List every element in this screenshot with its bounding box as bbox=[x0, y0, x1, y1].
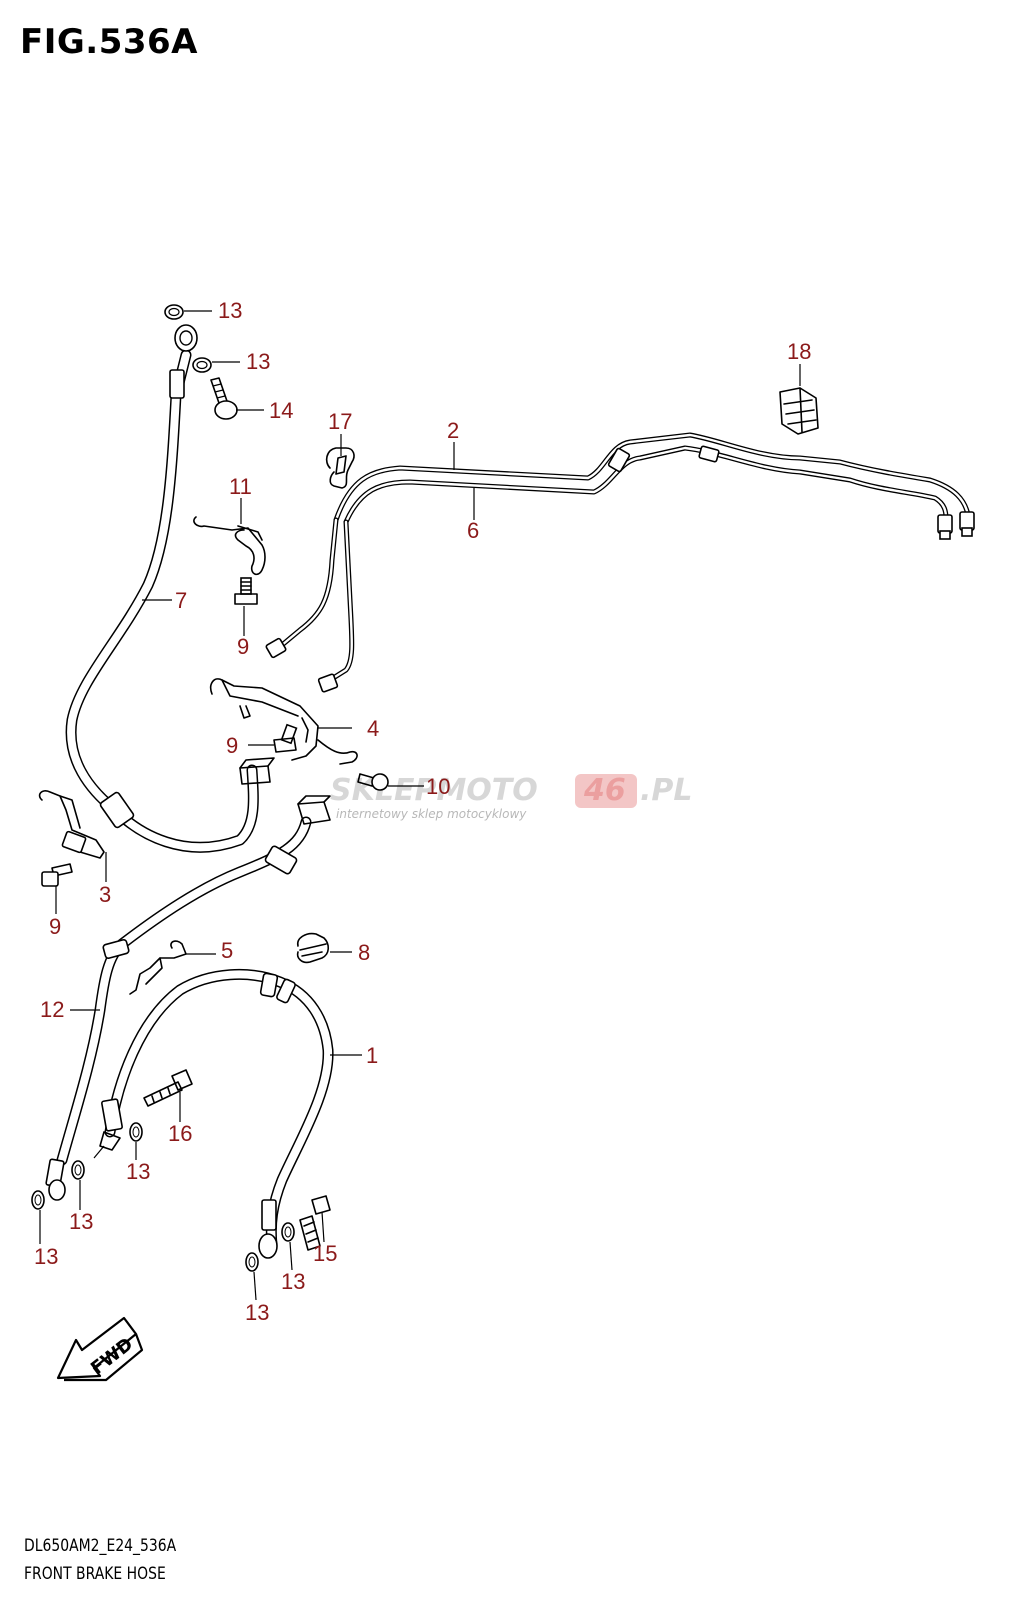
callout-5: 5 bbox=[221, 938, 233, 963]
figure-code: DL650AM2_E24_536A bbox=[24, 1536, 177, 1556]
watermark-brand-suffix: .PL bbox=[640, 773, 693, 808]
part-5-hose-holder bbox=[129, 940, 187, 995]
part-9-bolt-middle bbox=[273, 723, 298, 753]
callout-18: 18 bbox=[787, 339, 811, 364]
part-17-clamp bbox=[325, 447, 355, 489]
part-13-washer-c bbox=[31, 1190, 45, 1210]
part-4-bracket bbox=[209, 678, 358, 765]
part-13-washer-b bbox=[71, 1160, 85, 1180]
callout-13: 13 bbox=[245, 1300, 269, 1325]
part-13-washer-a bbox=[129, 1122, 143, 1142]
figure-title: FIG.536A bbox=[20, 22, 198, 62]
part-6-brake-pipe bbox=[317, 445, 953, 693]
watermark: SKLEPMOTO 46 .PL internetowy sklep motoc… bbox=[330, 773, 693, 821]
part-3-clamp-bracket bbox=[38, 790, 105, 859]
callout-2: 2 bbox=[447, 418, 459, 443]
fwd-arrow-icon: FWD bbox=[56, 1316, 144, 1382]
svg-text:SKLEPMOTO: SKLEPMOTO bbox=[330, 773, 538, 808]
part-7-brake-hose bbox=[65, 324, 275, 853]
part-2-brake-pipe bbox=[265, 432, 975, 659]
part-16-union-bolt bbox=[143, 1069, 193, 1107]
part-13-washer-e bbox=[245, 1252, 259, 1272]
callout-3: 3 bbox=[99, 882, 111, 907]
part-8-clamp bbox=[296, 932, 330, 964]
callout-17: 17 bbox=[328, 409, 352, 434]
part-11-hose-guide bbox=[193, 516, 266, 576]
callouts: 13 13 14 18 17 2 11 6 7 9 4 9 10 3 9 5 8… bbox=[34, 298, 811, 1325]
callout-7: 7 bbox=[175, 588, 187, 613]
part-13-washer-top bbox=[164, 304, 184, 320]
callout-16: 16 bbox=[168, 1121, 192, 1146]
part-9-bolt-upper bbox=[234, 577, 258, 605]
watermark-brand-main: SKLEPMOTO bbox=[330, 773, 538, 808]
callout-8: 8 bbox=[358, 940, 370, 965]
callout-13: 13 bbox=[246, 349, 270, 374]
part-10-bolt bbox=[357, 773, 389, 791]
callout-13: 13 bbox=[34, 1244, 58, 1269]
part-13-washer-d bbox=[281, 1222, 295, 1242]
callout-9: 9 bbox=[226, 733, 238, 758]
callout-1: 1 bbox=[366, 1043, 378, 1068]
callout-13: 13 bbox=[218, 298, 242, 323]
callout-15: 15 bbox=[313, 1241, 337, 1266]
leader-lines bbox=[39, 310, 801, 1301]
figure-caption: FRONT BRAKE HOSE bbox=[24, 1564, 166, 1584]
callout-4: 4 bbox=[367, 716, 379, 741]
part-15-union-bolt bbox=[299, 1195, 331, 1251]
callout-13: 13 bbox=[281, 1269, 305, 1294]
part-12-brake-hose bbox=[45, 795, 331, 1201]
callout-14: 14 bbox=[269, 398, 293, 423]
watermark-tagline: internetowy sklep motocyklowy bbox=[336, 807, 527, 821]
callout-9: 9 bbox=[49, 914, 61, 939]
callout-13: 13 bbox=[126, 1159, 150, 1184]
callout-11: 11 bbox=[229, 474, 252, 499]
part-14-union-bolt bbox=[210, 377, 238, 420]
part-13-washer-upper bbox=[192, 357, 212, 373]
part-1-brake-hose bbox=[93, 969, 334, 1259]
callout-12: 12 bbox=[40, 997, 64, 1022]
watermark-brand-number: 46 bbox=[583, 773, 626, 808]
callout-13: 13 bbox=[69, 1209, 93, 1234]
callout-9: 9 bbox=[237, 634, 249, 659]
part-18-pipe-clamp bbox=[779, 387, 819, 435]
part-9-bolt-lower bbox=[41, 863, 73, 887]
callout-10: 10 bbox=[426, 774, 450, 799]
callout-6: 6 bbox=[467, 518, 479, 543]
